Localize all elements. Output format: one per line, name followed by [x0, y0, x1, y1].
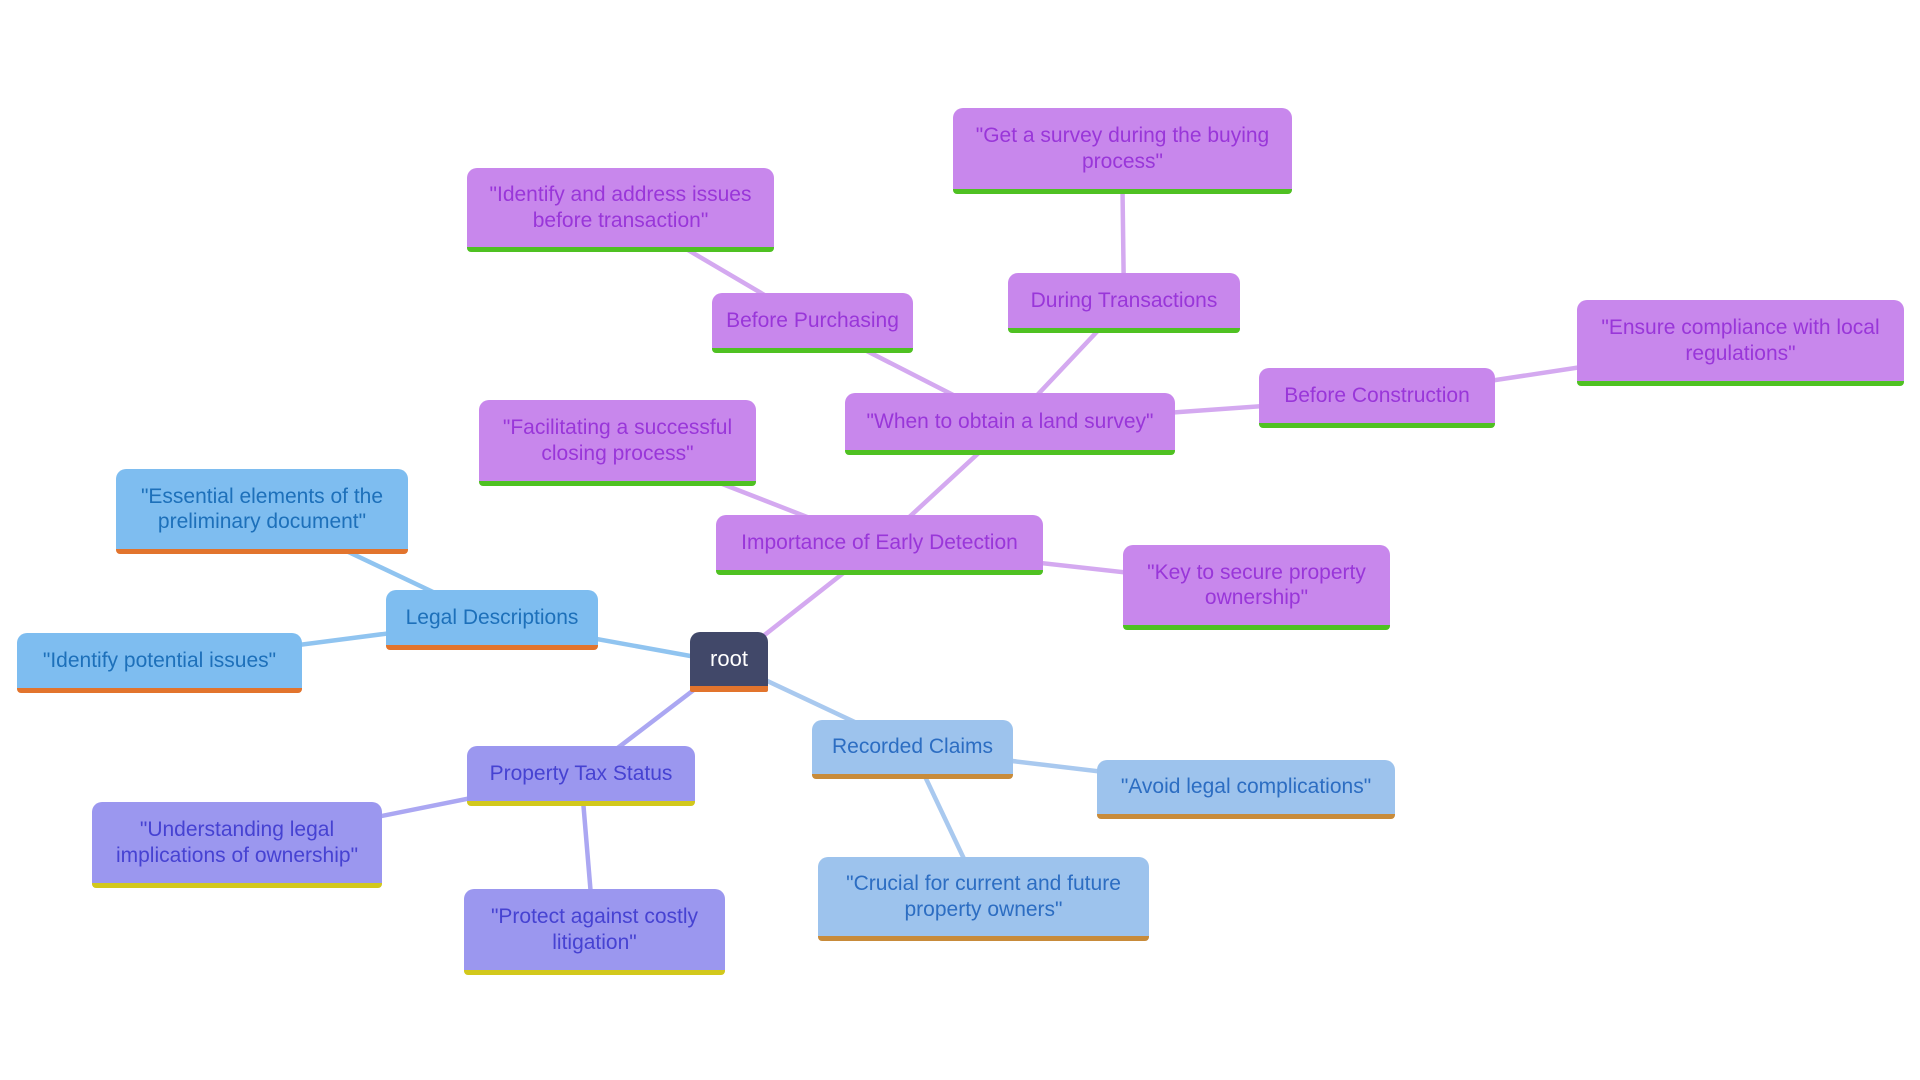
node-root: root [690, 632, 768, 692]
node-essential-elements-preliminary: "Essential elements of the preliminary d… [116, 469, 408, 554]
node-importance-of-early-detection: Importance of Early Detection [716, 515, 1043, 575]
node-legal-descriptions: Legal Descriptions [386, 590, 598, 650]
node-recorded-claims: Recorded Claims [812, 720, 1013, 779]
node-during-transactions: During Transactions [1008, 273, 1240, 333]
node-avoid-legal-complications: "Avoid legal complications" [1097, 760, 1395, 819]
node-protect-against-litigation: "Protect against costly litigation" [464, 889, 725, 975]
node-before-purchasing: Before Purchasing [712, 293, 913, 353]
node-facilitating-closing-process: "Facilitating a successful closing proce… [479, 400, 756, 486]
node-crucial-for-property-owners: "Crucial for current and future property… [818, 857, 1149, 941]
node-when-to-obtain-land-survey: "When to obtain a land survey" [845, 393, 1175, 455]
node-identify-potential-issues: "Identify potential issues" [17, 633, 302, 693]
node-identify-and-address-issues: "Identify and address issues before tran… [467, 168, 774, 252]
node-understanding-legal-implications: "Understanding legal implications of own… [92, 802, 382, 888]
node-property-tax-status: Property Tax Status [467, 746, 695, 806]
node-ensure-compliance-regulations: "Ensure compliance with local regulation… [1577, 300, 1904, 386]
node-get-a-survey-during-buying: "Get a survey during the buying process" [953, 108, 1292, 194]
node-key-to-secure-ownership: "Key to secure property ownership" [1123, 545, 1390, 630]
node-before-construction: Before Construction [1259, 368, 1495, 428]
